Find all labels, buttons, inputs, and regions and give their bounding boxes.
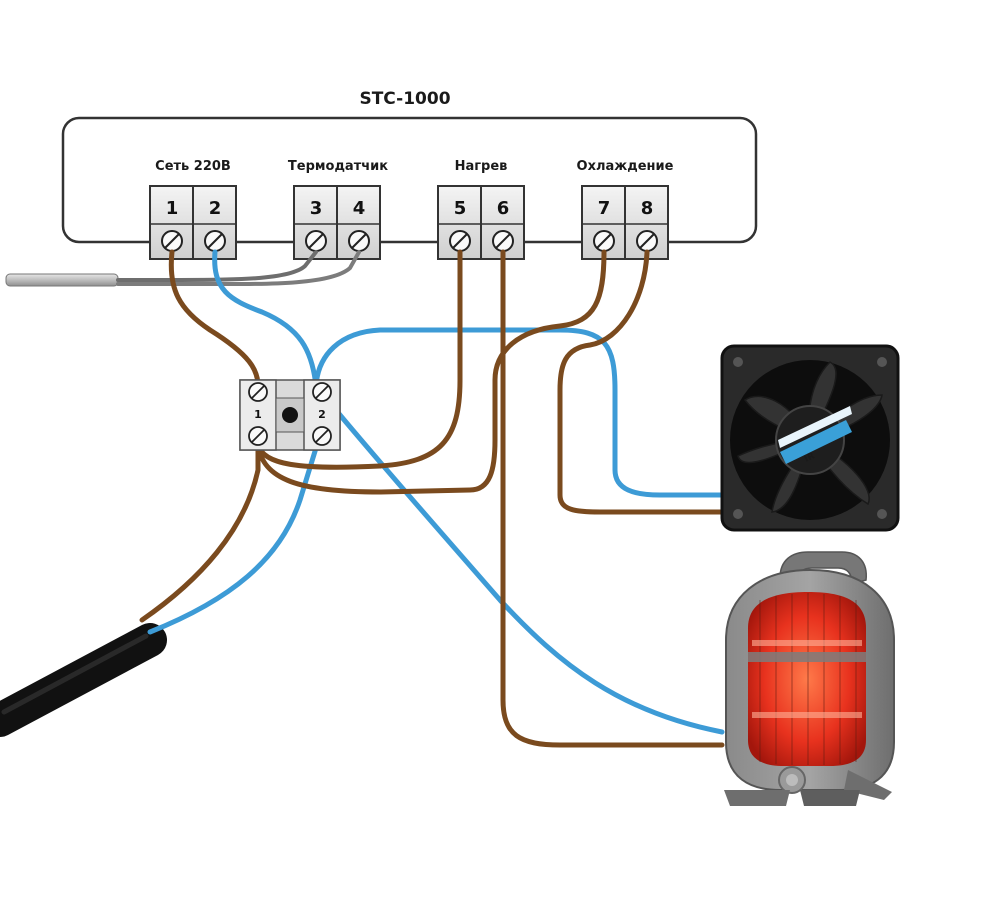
junction-label-1: 1 — [254, 408, 262, 421]
terminal-number-1: 1 — [166, 198, 179, 219]
junction-label-2: 2 — [318, 408, 326, 421]
junction-block: 1 2 — [239, 379, 341, 451]
screw-icon — [492, 230, 514, 252]
brown-wires — [139, 249, 725, 748]
terminal-number-2: 2 — [209, 198, 222, 219]
heater-grille — [759, 593, 857, 765]
terminal-number-7: 7 — [598, 198, 611, 219]
screw-icon — [248, 382, 332, 446]
terminal-number-4: 4 — [353, 198, 366, 219]
fan-sticker-text: IR — [803, 451, 817, 464]
fan: IR — [720, 344, 900, 532]
terminal-number-6: 6 — [497, 198, 510, 219]
terminal-number-8: 8 — [641, 198, 654, 219]
screw-icon — [204, 230, 226, 252]
temperature-probe — [5, 250, 361, 287]
screw-icon — [161, 230, 183, 252]
screw-icon — [449, 230, 471, 252]
controller-title: STC-1000 — [359, 89, 450, 109]
mains-cable — [0, 623, 167, 737]
label-power: Сеть 220В — [155, 159, 231, 174]
label-cooling: Охлаждение — [577, 159, 674, 174]
heater — [724, 551, 895, 806]
screw-icon — [305, 230, 327, 252]
terminal-screws — [161, 230, 658, 252]
terminal-number-5: 5 — [454, 198, 467, 219]
terminal-number-3: 3 — [310, 198, 323, 219]
screw-icon — [348, 230, 370, 252]
screw-icon — [636, 230, 658, 252]
label-heating: Нагрев — [455, 159, 508, 174]
screw-icon — [733, 357, 887, 519]
label-sensor: Термодатчик — [288, 159, 388, 174]
screw-icon — [593, 230, 615, 252]
